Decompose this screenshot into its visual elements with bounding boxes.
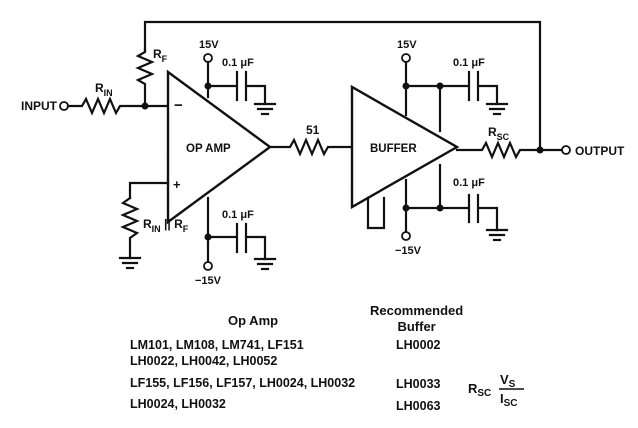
opamp-symbol — [166, 69, 273, 225]
cap-value-2: 0.1 μF — [222, 209, 254, 221]
svg-text:ISC: ISC — [500, 391, 518, 409]
buffer-label: BUFFER — [370, 143, 417, 155]
col-header-buffer-line1: Recommended — [370, 303, 464, 318]
cap-value-1: 0.1 μF — [222, 57, 254, 69]
rsc-label: RSC — [488, 125, 510, 142]
input-label: INPUT — [21, 99, 58, 113]
rsc-formula: RSC VS ISC — [468, 372, 524, 409]
opamp-minus15v: −15V — [195, 275, 222, 287]
output-terminal — [561, 145, 571, 155]
opamp-list: LM101, LM108, LM741, LF151 — [130, 338, 304, 352]
svg-text:RSC: RSC — [468, 381, 491, 399]
col-header-opamp: Op Amp — [228, 313, 279, 328]
rf-label: RF — [153, 47, 168, 64]
rsc-resistor — [455, 140, 542, 160]
buffer-plus15v: 15V — [397, 39, 417, 51]
minus-sign: − — [174, 97, 183, 114]
opamp-list: LH0022, LH0042, LH0052 — [130, 354, 278, 368]
buffer-part: LH0063 — [396, 399, 441, 413]
buffer-symbol — [350, 84, 460, 210]
buffer-part: LH0033 — [396, 377, 441, 391]
rf-resistor — [135, 46, 155, 108]
plus-sign: + — [173, 177, 181, 192]
buffer-part: LH0002 — [396, 338, 441, 352]
feedback-wire — [143, 20, 542, 152]
col-header-buffer-line2: Buffer — [397, 319, 436, 334]
cap-value-3: 0.1 μF — [453, 57, 485, 69]
input-terminal — [59, 101, 69, 111]
svg-text:VS: VS — [500, 372, 516, 390]
series-resistor — [268, 137, 354, 157]
opamp-plus15v: 15V — [199, 39, 219, 51]
rin-label: RIN — [95, 81, 113, 98]
buffer-minus15v: −15V — [395, 245, 422, 257]
table-row: LM101, LM108, LM741, LF151 LH0022, LH004… — [130, 337, 304, 369]
rin-resistor — [66, 96, 147, 116]
rin-rf-label: RIN || RF — [143, 217, 189, 234]
table-row: LF155, LF156, LF157, LH0024, LH0032 — [130, 376, 356, 390]
cap-value-4: 0.1 μF — [453, 177, 485, 189]
circuit-schematic: RF INPUT RIN − + OP AMP 15V 0.1 μF 0.1 μ… — [21, 20, 625, 287]
opamp-label: OP AMP — [186, 143, 231, 155]
table-row: LH0024, LH0032 — [130, 397, 226, 411]
output-label: OUTPUT — [575, 144, 625, 158]
buffer-loop-wire — [366, 196, 386, 230]
rin-rf-resistor — [120, 196, 140, 260]
col-header-buffer: Recommended Buffer — [370, 303, 463, 335]
series-resistor-value: 51 — [306, 123, 320, 137]
